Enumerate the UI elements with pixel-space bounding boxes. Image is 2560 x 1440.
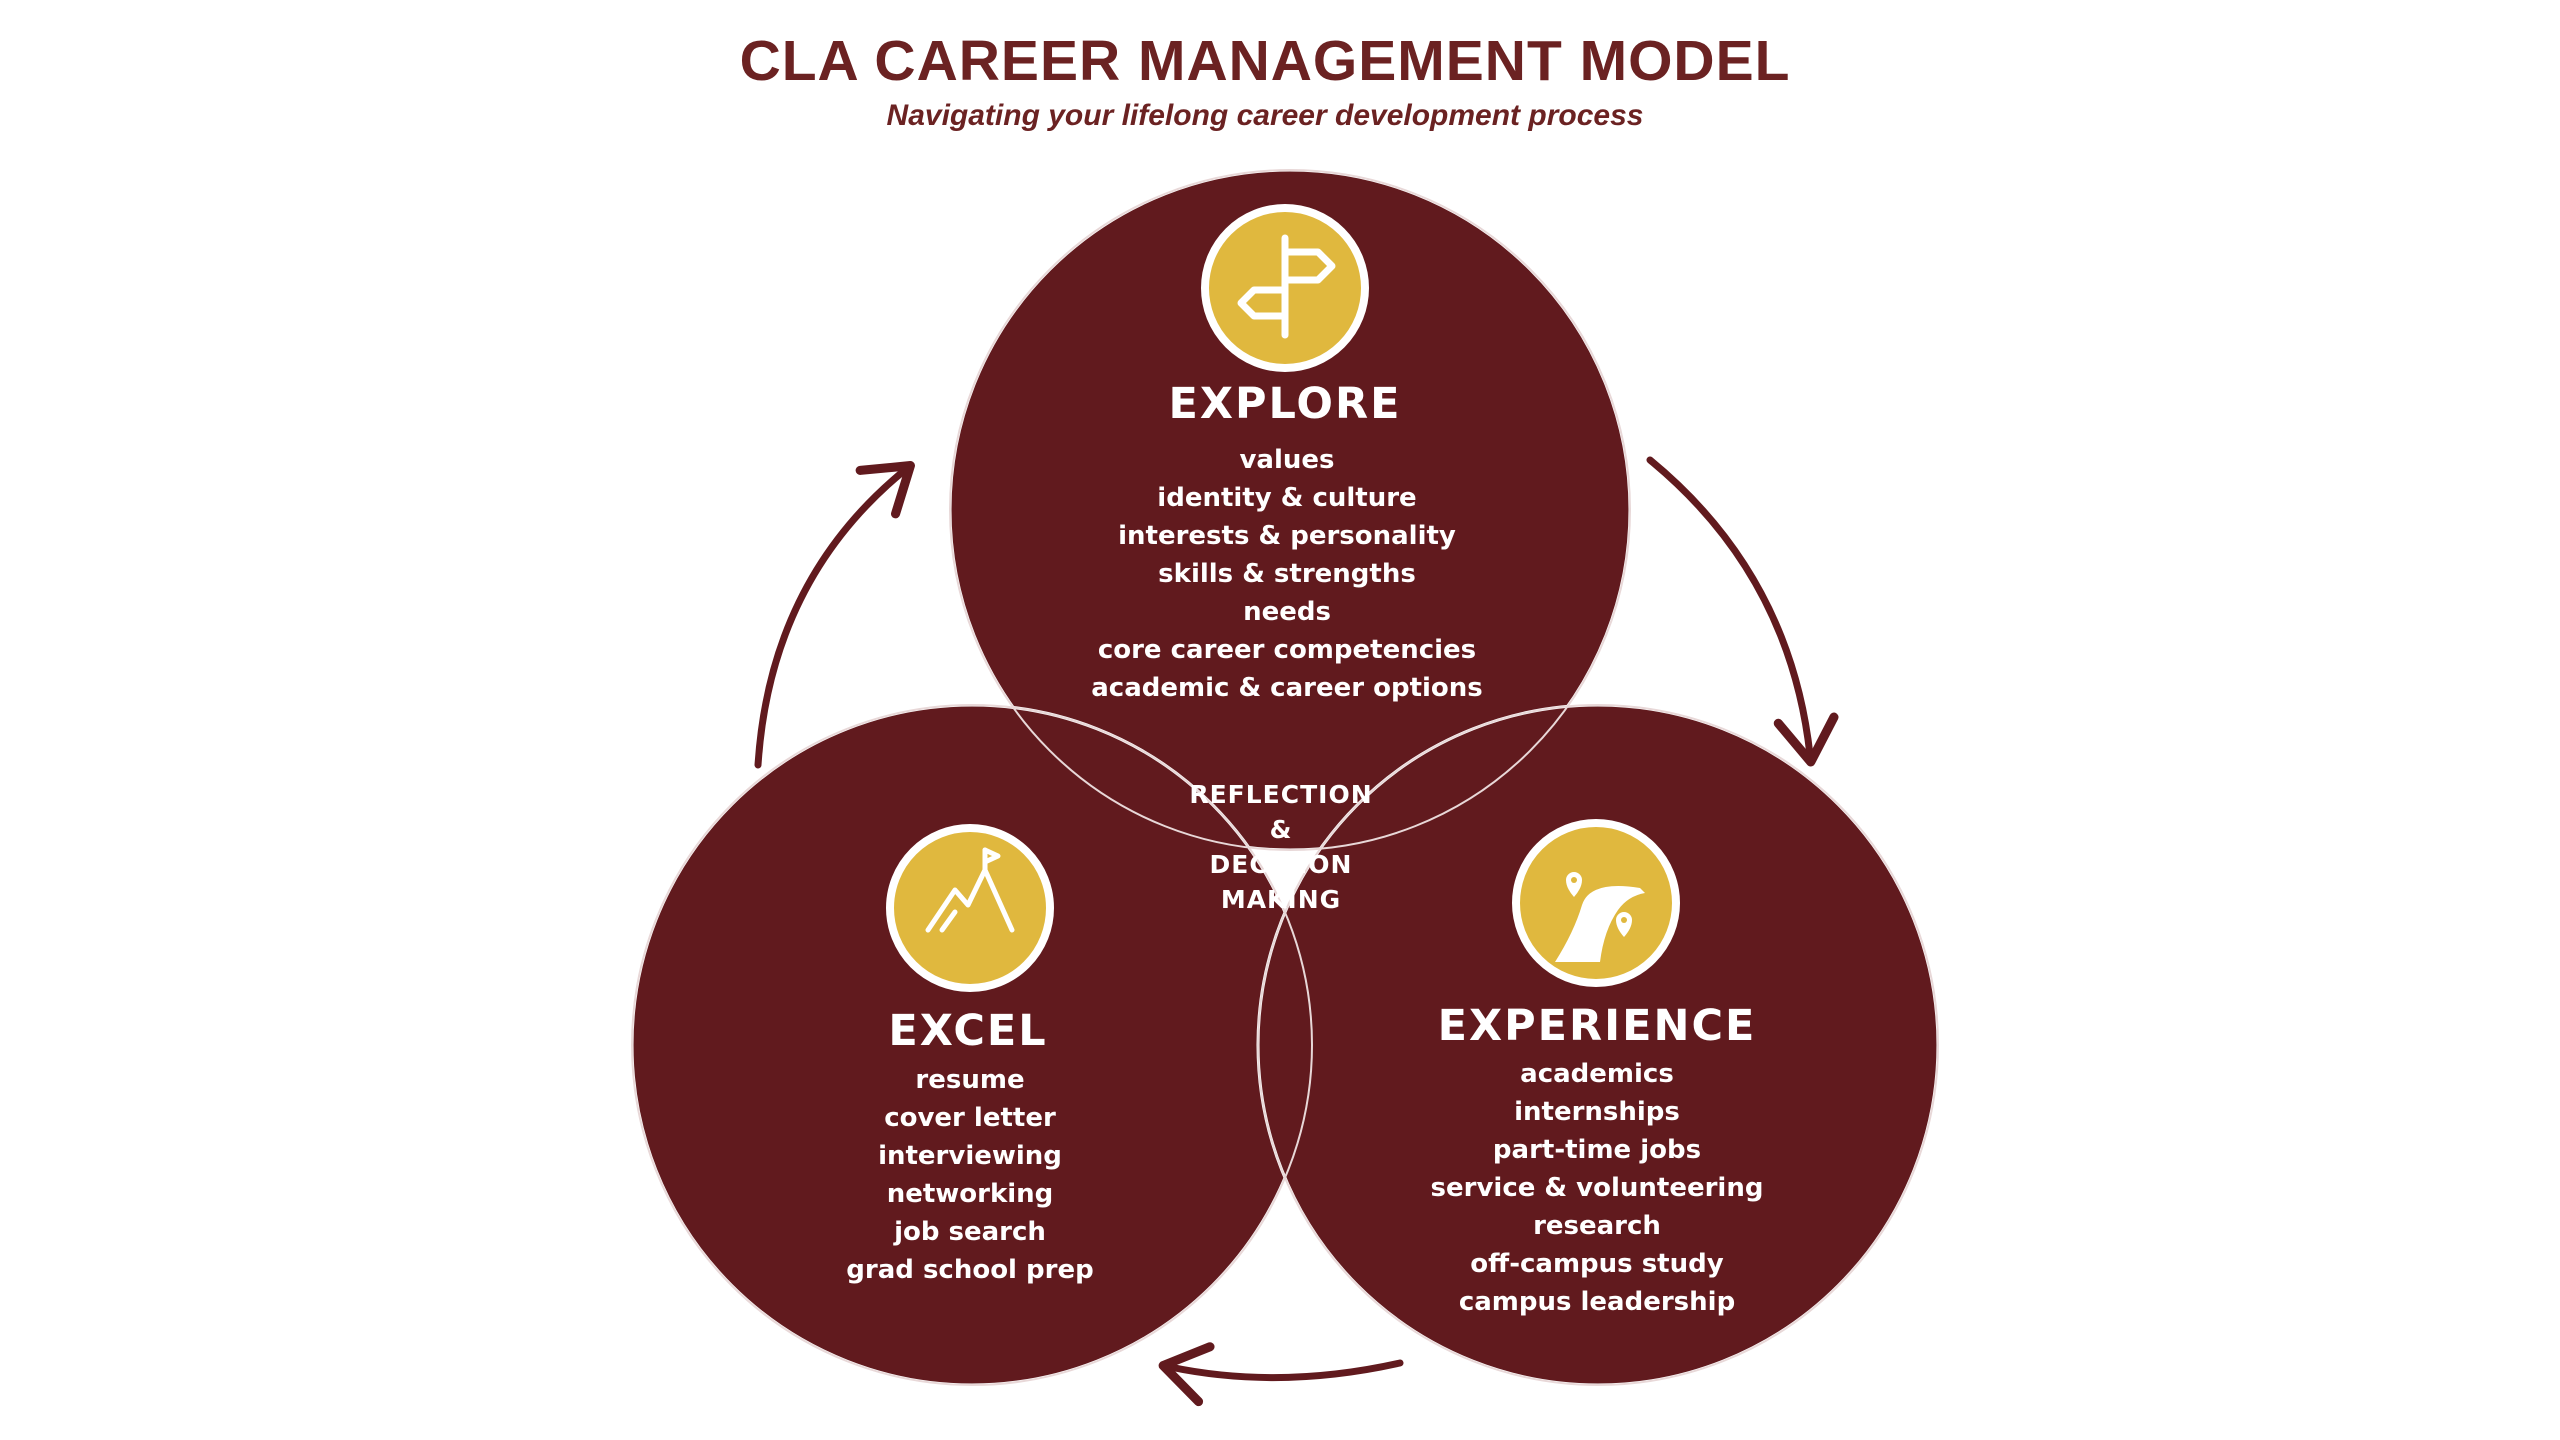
- excel-item: cover letter: [884, 1103, 1056, 1133]
- explore-items: values identity & culture interests & pers…: [1091, 445, 1483, 703]
- experience-item: part-time jobs: [1493, 1135, 1701, 1165]
- excel-outline: [631, 704, 1313, 1386]
- center-label-line: DECISION: [1210, 850, 1353, 879]
- excel-item: networking: [887, 1179, 1054, 1209]
- excel-item: grad school prep: [846, 1255, 1093, 1285]
- excel-heading: EXCEL: [888, 1006, 1047, 1056]
- experience-item: off-campus study: [1470, 1249, 1723, 1279]
- signpost-icon: [1201, 204, 1369, 372]
- excel-item: resume: [915, 1065, 1024, 1095]
- page-subtitle: Navigating your lifelong career developm…: [887, 99, 1644, 132]
- center-label-line: &: [1270, 815, 1293, 844]
- excel-items: resume cover letter interviewing networking…: [846, 1065, 1093, 1285]
- explore-item: values: [1239, 445, 1334, 475]
- arrow-experience-to-excel: [1158, 1342, 1404, 1407]
- arrow-explore-to-experience: [1646, 456, 1839, 767]
- explore-heading: EXPLORE: [1169, 379, 1402, 429]
- explore-item: core career competencies: [1098, 635, 1476, 665]
- experience-outline: [1257, 704, 1939, 1386]
- explore-item: interests & personality: [1118, 521, 1456, 551]
- arrow-excel-to-explore: [754, 461, 915, 769]
- explore-item: academic & career options: [1091, 673, 1483, 703]
- excel-item: job search: [893, 1217, 1046, 1247]
- center-label-line: MAKING: [1221, 885, 1341, 914]
- excel-item: interviewing: [878, 1141, 1062, 1171]
- page-title: CLA CAREER MANAGEMENT MODEL: [740, 29, 1791, 93]
- explore-item: skills & strengths: [1158, 559, 1416, 589]
- explore-item: identity & culture: [1157, 483, 1416, 513]
- winding-road-icon: [1512, 819, 1680, 987]
- experience-heading: EXPERIENCE: [1438, 1001, 1757, 1051]
- experience-item: academics: [1520, 1059, 1674, 1089]
- explore-item: needs: [1243, 597, 1331, 627]
- experience-item: campus leadership: [1459, 1287, 1735, 1317]
- reflection-decision-label: REFLECTION & DECISION MAKING: [1189, 780, 1372, 914]
- experience-items: academics internships part-time jobs servic…: [1431, 1059, 1764, 1317]
- explore-outline: [949, 169, 1631, 851]
- mountain-flag-icon: [886, 824, 1054, 992]
- experience-item: internships: [1514, 1097, 1680, 1127]
- experience-item: service & volunteering: [1431, 1173, 1764, 1203]
- center-label-line: REFLECTION: [1189, 780, 1372, 809]
- experience-item: research: [1533, 1211, 1661, 1241]
